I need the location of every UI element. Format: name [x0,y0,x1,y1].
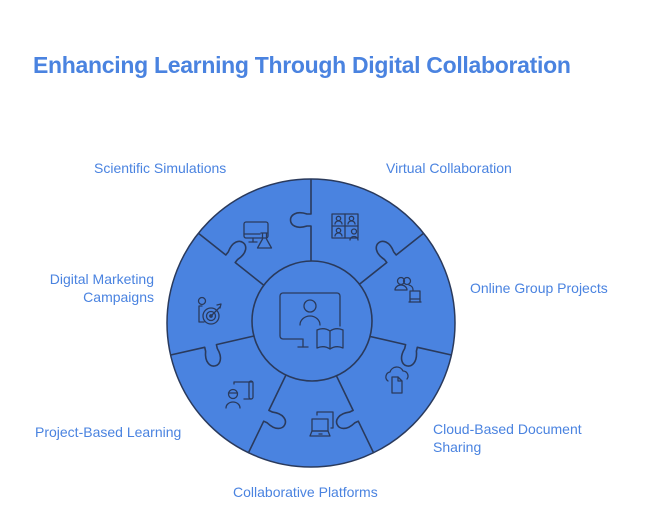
video-grid-people-icon [331,213,359,241]
label-line: Campaigns [83,289,154,305]
segment-label-collaborative-platforms: Collaborative Platforms [233,484,378,500]
inner-circle [251,260,373,382]
label-line: Cloud-Based Document [433,421,582,437]
engineer-blueprint-icon [225,380,254,409]
monitor-flask-icon [243,221,273,249]
page-title: Enhancing Learning Through Digital Colla… [33,52,571,78]
segment-label-digital-marketing-campaigns: Digital Marketing Campaigns [50,270,154,306]
laptop-window-icon [309,411,334,437]
monitor-person-book-icon [279,292,344,350]
segment-label-cloud-document-sharing: Cloud-Based Document Sharing [433,420,582,456]
segment-label-project-based-learning: Project-Based Learning [35,424,182,440]
puzzle-divider [355,232,425,288]
puzzle-divider [197,232,267,288]
puzzle-divider [170,335,255,367]
person-target-icon [197,296,222,325]
cloud-document-icon [385,366,409,394]
puzzle-divider [335,374,375,454]
segment-label-online-group-projects: Online Group Projects [470,280,608,296]
label-line: Sharing [433,439,482,455]
puzzle-divider [247,374,287,454]
group-laptop-icon [394,276,422,303]
label-line: Digital Marketing [49,271,154,287]
puzzle-divider [367,335,452,367]
segment-label-virtual-collaboration: Virtual Collaboration [386,160,512,176]
puzzle-divider [289,179,312,265]
segment-label-scientific-simulations: Scientific Simulations [94,160,227,176]
segment-dividers [170,179,452,454]
